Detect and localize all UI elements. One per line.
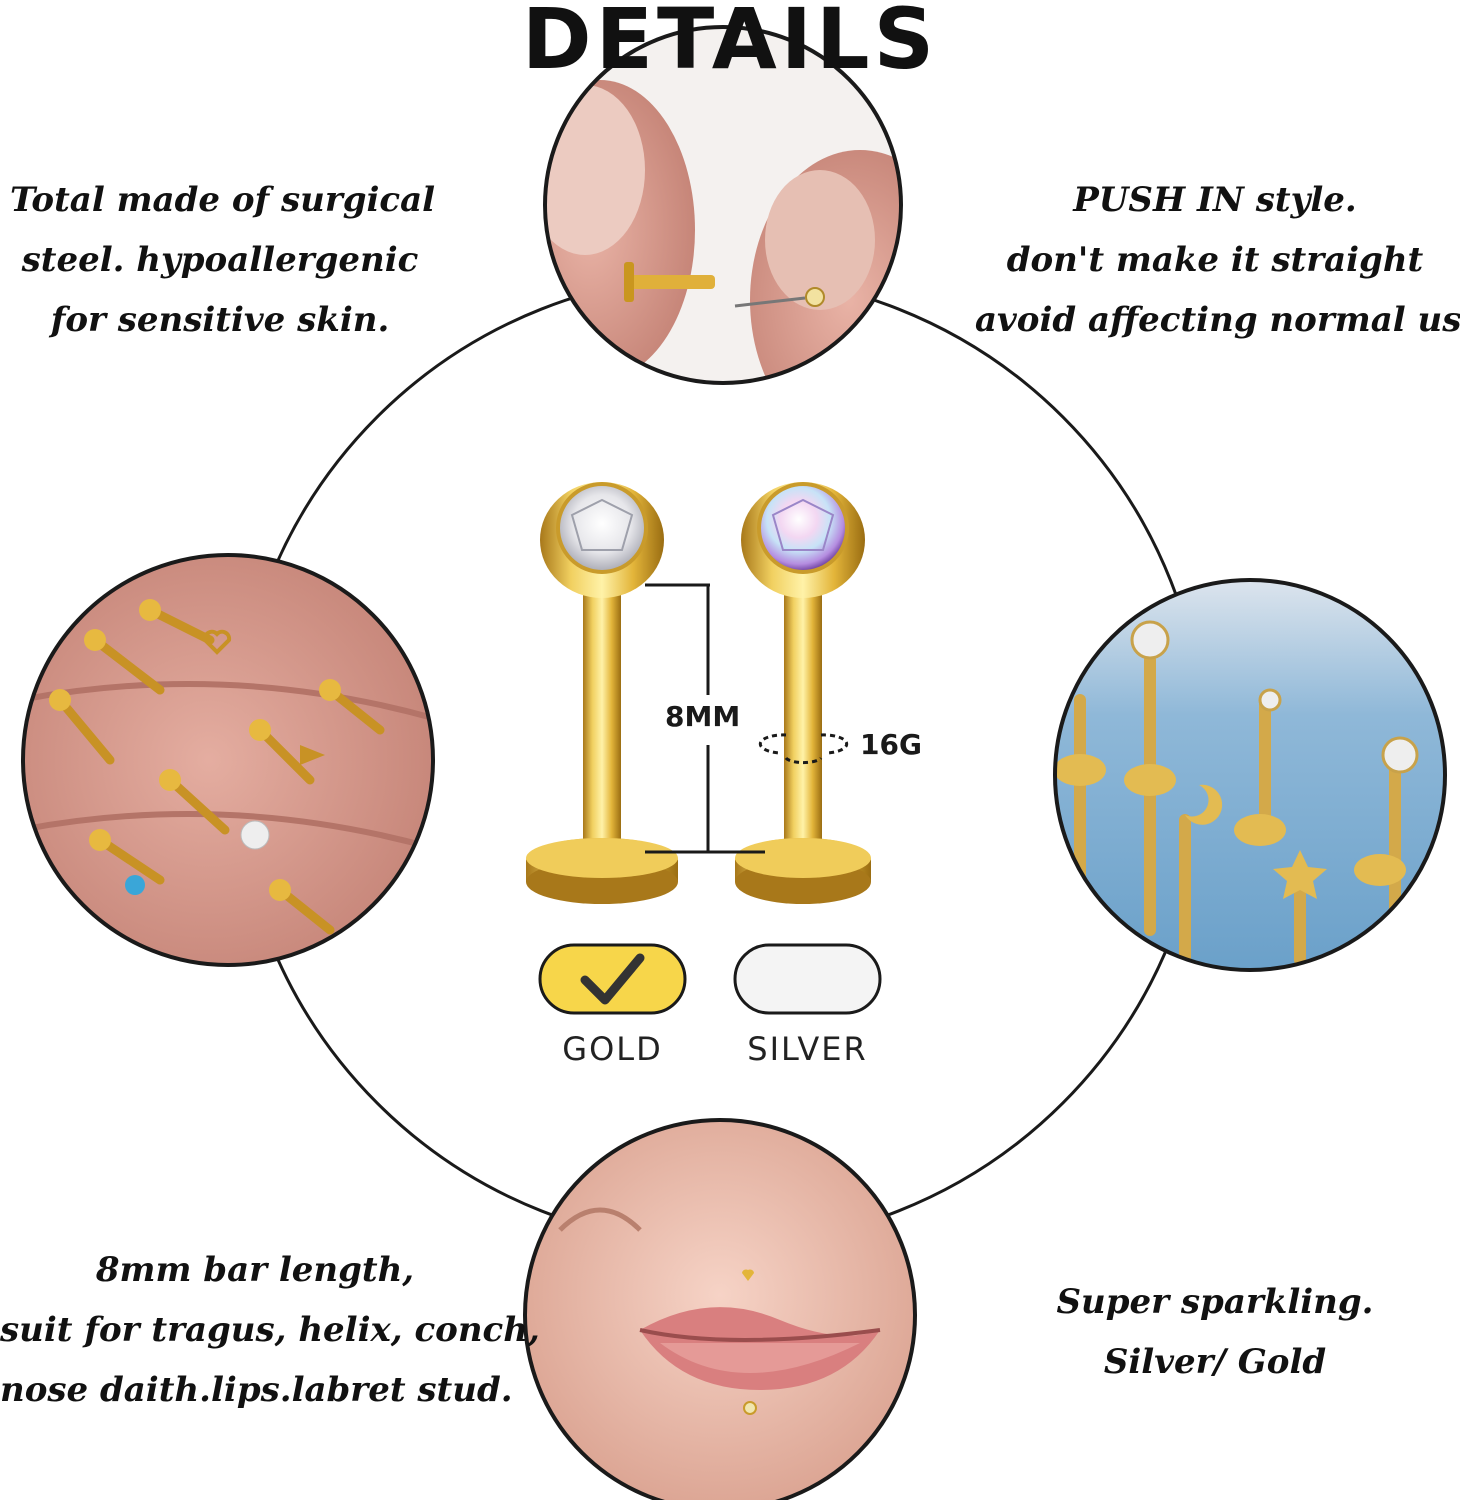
length-label: 8MM xyxy=(665,700,741,733)
photo-frame-left xyxy=(21,553,435,967)
page-title: DETAILS xyxy=(521,0,939,88)
gauge-label: 16G xyxy=(860,728,922,761)
stud-clear-gem xyxy=(526,482,678,904)
callout-material: Total made of surgical steel. hypoallerg… xyxy=(10,180,436,340)
stud-aurora-gem xyxy=(735,482,871,904)
callout-bar-length: 8mm bar length, suit for tragus, helix, … xyxy=(0,1250,540,1410)
photo-frame-right xyxy=(1053,578,1447,972)
gold-swatch-label: GOLD xyxy=(562,1030,663,1068)
photo-studs-display xyxy=(1055,580,1445,970)
photo-frame-bottom xyxy=(523,1118,917,1500)
photo-frame-top xyxy=(543,25,903,385)
callout-sparkle: Super sparkling. Silver/ Gold xyxy=(1056,1282,1374,1382)
gauge-dimension-marker xyxy=(758,733,849,765)
photo-lip-piercing xyxy=(525,1120,915,1500)
silver-swatch xyxy=(733,943,882,1015)
check-icon xyxy=(580,953,645,1005)
photo-studs-on-hand xyxy=(23,555,433,965)
length-dimension-marker xyxy=(645,583,765,854)
silver-swatch-label: SILVER xyxy=(747,1030,868,1068)
callout-push-in: PUSH IN style. don't make it straight av… xyxy=(975,180,1460,340)
gold-swatch xyxy=(538,943,687,1015)
